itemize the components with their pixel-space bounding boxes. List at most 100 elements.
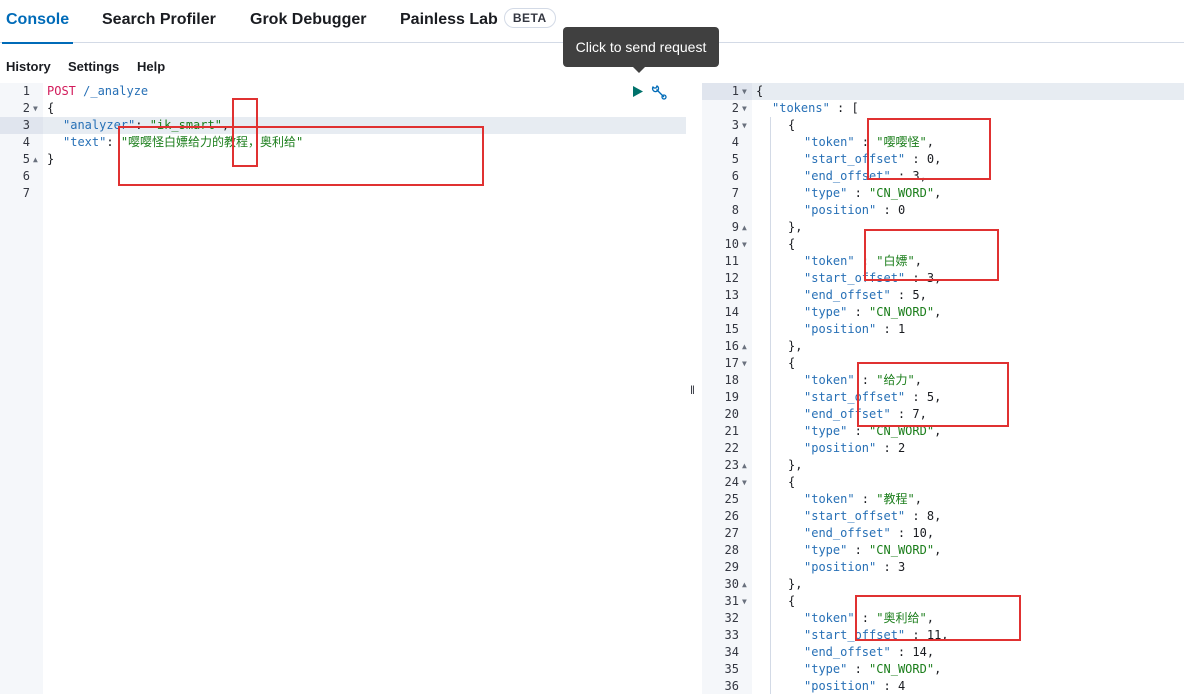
line-number: 36 [724, 679, 739, 693]
line-number: 23 [724, 458, 739, 472]
active-line-gutter [702, 83, 752, 100]
start-offset-value: 5 [926, 390, 935, 404]
code-line: { [47, 100, 54, 117]
active-line [43, 117, 686, 134]
request-line: POST /_analyze [47, 83, 148, 100]
type-value: "CN_WORD" [869, 424, 935, 438]
line-number: 20 [724, 407, 739, 421]
tab-search-profiler[interactable]: Search Profiler [102, 11, 216, 28]
annotation-box [855, 595, 1021, 641]
menu-help[interactable]: Help [137, 59, 166, 74]
line-number: 29 [724, 560, 739, 574]
tab-grok-debugger[interactable]: Grok Debugger [250, 11, 367, 28]
fold-close-icon[interactable]: ▲ [742, 580, 747, 589]
code-line: }, [788, 220, 803, 234]
line-number: 3 [731, 118, 739, 132]
json-value: "ik_smart" [149, 118, 222, 132]
annotation-box [232, 98, 258, 167]
code-line: "start_offset" : 3, [804, 271, 942, 285]
line-number: 7 [731, 186, 739, 200]
end-offset-value: 3 [912, 169, 920, 183]
line-number: 5 [731, 152, 739, 166]
line-number: 6 [731, 169, 739, 183]
fold-close-icon[interactable]: ▲ [33, 155, 38, 164]
line-number: 11 [724, 254, 739, 268]
end-offset-value: 5 [912, 288, 920, 302]
line-number: 7 [22, 186, 30, 200]
start-offset-value: 0 [926, 152, 935, 166]
code-line: "end_offset" : 7, [804, 407, 927, 421]
open-brace: { [47, 101, 55, 115]
fold-open-icon[interactable]: ▼ [742, 478, 747, 487]
line-number: 19 [724, 390, 739, 404]
line-number: 16 [724, 339, 739, 353]
line-number: 5 [22, 152, 30, 166]
token-value: "奥利给" [876, 611, 927, 625]
code-line: }, [788, 577, 803, 591]
fold-open-icon[interactable]: ▼ [33, 104, 38, 113]
code-line: "token" : "教程", [804, 492, 922, 506]
indent-guide [770, 117, 771, 694]
fold-open-icon[interactable]: ▼ [742, 104, 747, 113]
menu-settings[interactable]: Settings [68, 59, 120, 74]
code-line: "type" : "CN_WORD", [804, 543, 942, 557]
pane-divider[interactable] [686, 83, 702, 694]
line-number: 26 [724, 509, 739, 523]
fold-close-icon[interactable]: ▲ [742, 461, 747, 470]
active-line [752, 83, 1184, 100]
fold-open-icon[interactable]: ▼ [742, 359, 747, 368]
line-number: 25 [724, 492, 739, 506]
request-editor[interactable]: 1 2 3 4 5 6 7 ▼ ▲ POST /_analyze { "anal… [0, 83, 686, 694]
resize-handle-icon[interactable]: ‖ [690, 383, 695, 397]
code-line: { [788, 594, 796, 608]
type-value: "CN_WORD" [869, 543, 935, 557]
fold-close-icon[interactable]: ▲ [742, 223, 747, 232]
line-number: 33 [724, 628, 739, 642]
line-number: 21 [724, 424, 739, 438]
request-code[interactable]: POST /_analyze { "analyzer": "ik_smart",… [43, 83, 686, 694]
play-icon[interactable] [632, 85, 644, 98]
line-number: 4 [22, 135, 30, 149]
fold-close-icon[interactable]: ▲ [742, 342, 747, 351]
code-line: "start_offset" : 0, [804, 152, 942, 166]
code-line: "end_offset" : 10, [804, 526, 935, 540]
code-line: "position" : 3 [804, 560, 906, 574]
line-number: 22 [724, 441, 739, 455]
code-line: "position" : 4 [804, 679, 906, 693]
line-number: 27 [724, 526, 739, 540]
code-line: "position" : 1 [804, 322, 906, 336]
tab-console[interactable]: Console [1, 0, 74, 44]
fold-open-icon[interactable]: ▼ [742, 597, 747, 606]
code-line: "end_offset" : 14, [804, 645, 935, 659]
response-code: {"tokens" : [{"token" : "嘤嘤怪","start_off… [752, 83, 1184, 694]
code-line: "end_offset" : 5, [804, 288, 927, 302]
fold-open-icon[interactable]: ▼ [742, 121, 747, 130]
position-value: 3 [897, 560, 906, 574]
line-number: 8 [731, 203, 739, 217]
code-line: }, [788, 339, 803, 353]
code-line: "start_offset" : 11, [804, 628, 949, 642]
line-number: 28 [724, 543, 739, 557]
line-number: 17 [724, 356, 739, 370]
end-offset-value: 14 [912, 645, 927, 659]
line-number: 3 [22, 118, 30, 132]
wrench-icon[interactable] [650, 83, 668, 101]
type-value: "CN_WORD" [869, 305, 935, 319]
line-number: 18 [724, 373, 739, 387]
line-number: 15 [724, 322, 739, 336]
code-line: "type" : "CN_WORD", [804, 186, 942, 200]
code-line: "analyzer": "ik_smart", [63, 118, 230, 132]
line-number: 12 [724, 271, 739, 285]
json-key: "text" [63, 135, 107, 149]
code-line: "token" : "嘤嘤怪", [804, 135, 934, 149]
menu-history[interactable]: History [6, 59, 51, 74]
position-value: 2 [897, 441, 906, 455]
fold-open-icon[interactable]: ▼ [742, 240, 747, 249]
code-line: "tokens" : [ [772, 101, 859, 115]
start-offset-value: 3 [926, 271, 935, 285]
fold-open-icon[interactable]: ▼ [742, 87, 747, 96]
active-line-gutter [0, 117, 43, 134]
tab-painless-lab-label: Painless Lab [400, 11, 498, 28]
